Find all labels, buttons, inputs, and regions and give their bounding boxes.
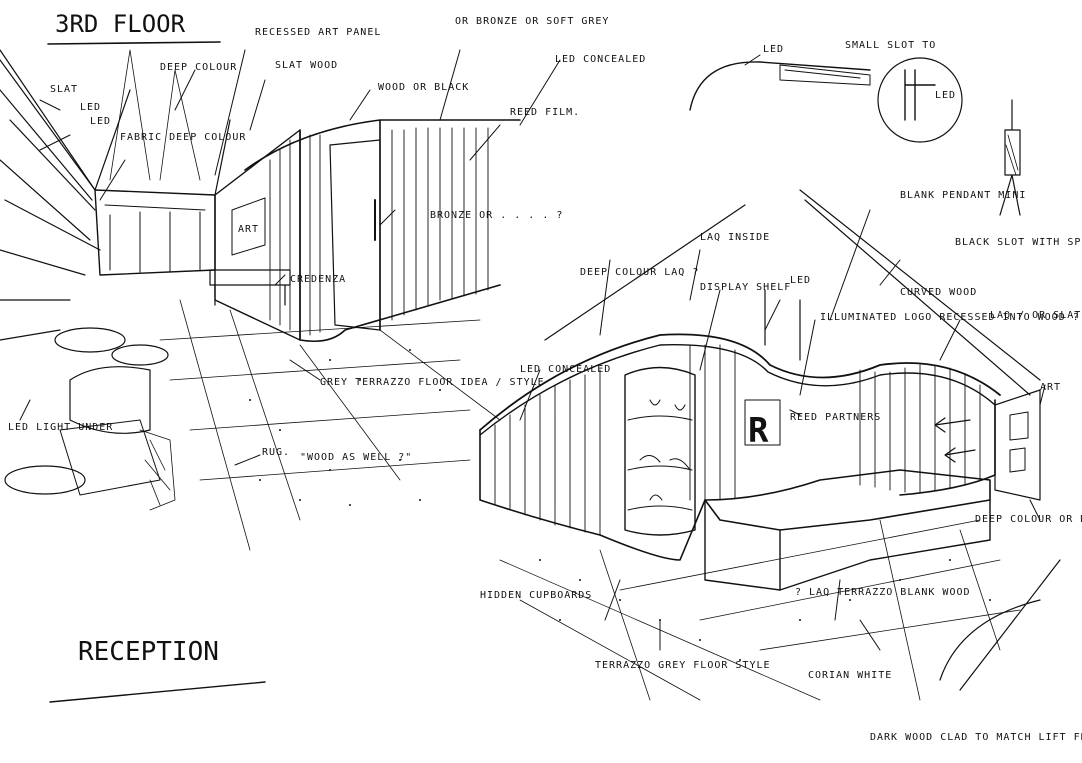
note-led-concealed-top: LED CONCEALED (555, 54, 646, 65)
note-wood-as-well: "WOOD AS WELL ?" (300, 452, 412, 463)
note-led-light-under: LED LIGHT UNDER (8, 422, 113, 433)
note-laq-inside: LAQ INSIDE (700, 232, 770, 243)
title-underline (47, 41, 221, 45)
note-laq-or-slat: LAQ / OR SLAT * (990, 310, 1082, 321)
note-terrazzo-grey: TERRAZZO GREY FLOOR STYLE (595, 660, 771, 671)
note-art-right: ART (1040, 382, 1061, 393)
note-blank-pendant: BLANK PENDANT MINI (900, 190, 1026, 201)
note-deep-colour: DEEP COLOUR (160, 62, 237, 73)
note-detail-led-2: LED (935, 90, 956, 101)
right-leader-lines (519, 209, 1046, 651)
reception-desk (704, 469, 991, 531)
note-wood-black: WOOD OR BLACK (378, 82, 469, 93)
note-led-concealed-bottom: LED CONCEALED (520, 364, 611, 375)
note-grey-terrazzo: GREY TERRAZZO FLOOR IDEA / STYLE (320, 377, 545, 388)
left-perspective-sketch: ART (0, 49, 521, 551)
note-reed-film: REED FILM. (510, 107, 580, 118)
note-fabric: FABRIC DEEP COLOUR (120, 132, 246, 143)
note-slat-wood: SLAT WOOD (275, 60, 338, 71)
left-leader-lines (19, 49, 561, 466)
note-corian-white: CORIAN WHITE (808, 670, 892, 681)
note-detail-led: LED (763, 44, 784, 55)
note-led-1: LED (80, 102, 101, 113)
note-deep-colour-laq: DEEP COLOUR LAQ ? (580, 267, 699, 278)
illuminated-logo: R (748, 411, 769, 451)
display-shelf-niche (624, 366, 696, 536)
note-bronze-or: BRONZE OR . . . . ? (430, 210, 563, 221)
note-led-mid: LED (790, 275, 811, 286)
note-small-slot: SMALL SLOT TO (845, 40, 936, 51)
note-dark-wood-clad: DARK WOOD CLAD TO MATCH LIFT FRONT (870, 732, 1082, 743)
note-illuminated-logo: ILLUMINATED LOGO RECESSED INTO WOOD ? (820, 312, 1080, 323)
note-bronze-grey: OR BRONZE OR SOFT GREY (455, 16, 609, 27)
note-credenza: CREDENZA (290, 274, 346, 285)
note-hidden-cupboards: HIDDEN CUPBOARDS (480, 590, 592, 601)
note-recessed-art: RECESSED ART PANEL (255, 27, 381, 38)
note-rug: RUG. (262, 447, 290, 458)
view-title: RECEPTION (78, 637, 219, 667)
slot-detail-sketch (689, 54, 1021, 216)
view-title-group: RECEPTION (49, 637, 266, 703)
note-deep-colour-dark-wood: DEEP COLOUR OR DARK WOOD AS LIFT FRONT (975, 514, 1082, 525)
right-perspective-sketch: R (479, 189, 1061, 701)
note-slat: SLAT (50, 84, 78, 95)
note-curved-wood: CURVED WOOD (900, 287, 977, 298)
note-laq-terrazzo: ? LAQ TERRAZZO BLANK WOOD (795, 587, 971, 598)
note-display-shelf: DISPLAY SHELF (700, 282, 791, 293)
art-panel-label: ART (238, 224, 259, 235)
detail-circle (877, 57, 963, 143)
view-title-underline (49, 681, 266, 703)
art-panel (231, 197, 266, 256)
note-led-2: LED (90, 116, 111, 127)
note-black-slot: BLACK SLOT WITH SPOTS (955, 237, 1082, 248)
note-reed-partners: REED PARTNERS (790, 412, 881, 423)
sheet-title: 3RD FLOOR (55, 10, 186, 38)
sheet-title-group: 3RD FLOOR (47, 10, 221, 45)
